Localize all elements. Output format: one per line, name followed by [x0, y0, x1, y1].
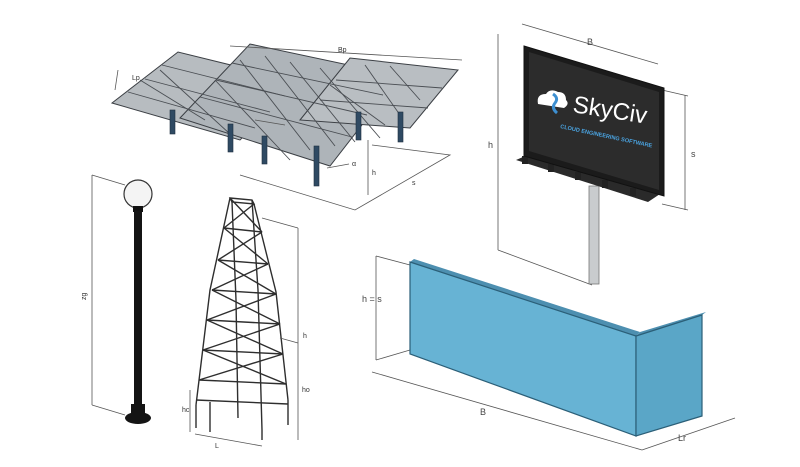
- tower-base-width-label: L: [215, 443, 219, 450]
- billboard-sign-height-label: s: [691, 149, 696, 159]
- wall-length-label: B: [480, 407, 486, 417]
- solar-array: Bp Lp h s α: [110, 43, 463, 211]
- billboard: B h s SkyCiv CLOUD ENGINEERING SOFTWARE: [488, 23, 696, 286]
- solar-panel-right: [299, 57, 459, 129]
- billboard-width-label: B: [587, 37, 593, 47]
- lamp-globe: [123, 179, 153, 209]
- wall-front-face: [409, 261, 637, 437]
- lamp-post: zg: [81, 174, 153, 424]
- solar-angle-label: α: [352, 161, 356, 168]
- wall-return-face: [635, 314, 703, 437]
- lattice-tower: h ho hc L: [182, 197, 310, 450]
- wall: h = s B Lr: [362, 255, 736, 451]
- lamp-height-label: zg: [81, 293, 88, 301]
- solar-width-label: Lp: [132, 75, 140, 82]
- billboard-post: [588, 185, 600, 285]
- tower-clearance-label: hc: [182, 407, 190, 414]
- wall-top: [410, 259, 640, 336]
- solar-length-label: Bp: [338, 47, 347, 54]
- billboard-face: [529, 52, 659, 190]
- skyciv-logo-icon: [537, 90, 568, 115]
- solar-height-label: h: [372, 170, 376, 177]
- billboard-height-label: h: [488, 140, 493, 150]
- lamp-pole: [134, 211, 142, 411]
- wall-height-label: h = s: [362, 294, 382, 304]
- solar-spacing-label: s: [412, 180, 416, 187]
- tower-height-label: h: [303, 333, 307, 340]
- tower-lower-height-label: ho: [302, 387, 310, 394]
- wall-return-label: Lr: [678, 433, 686, 443]
